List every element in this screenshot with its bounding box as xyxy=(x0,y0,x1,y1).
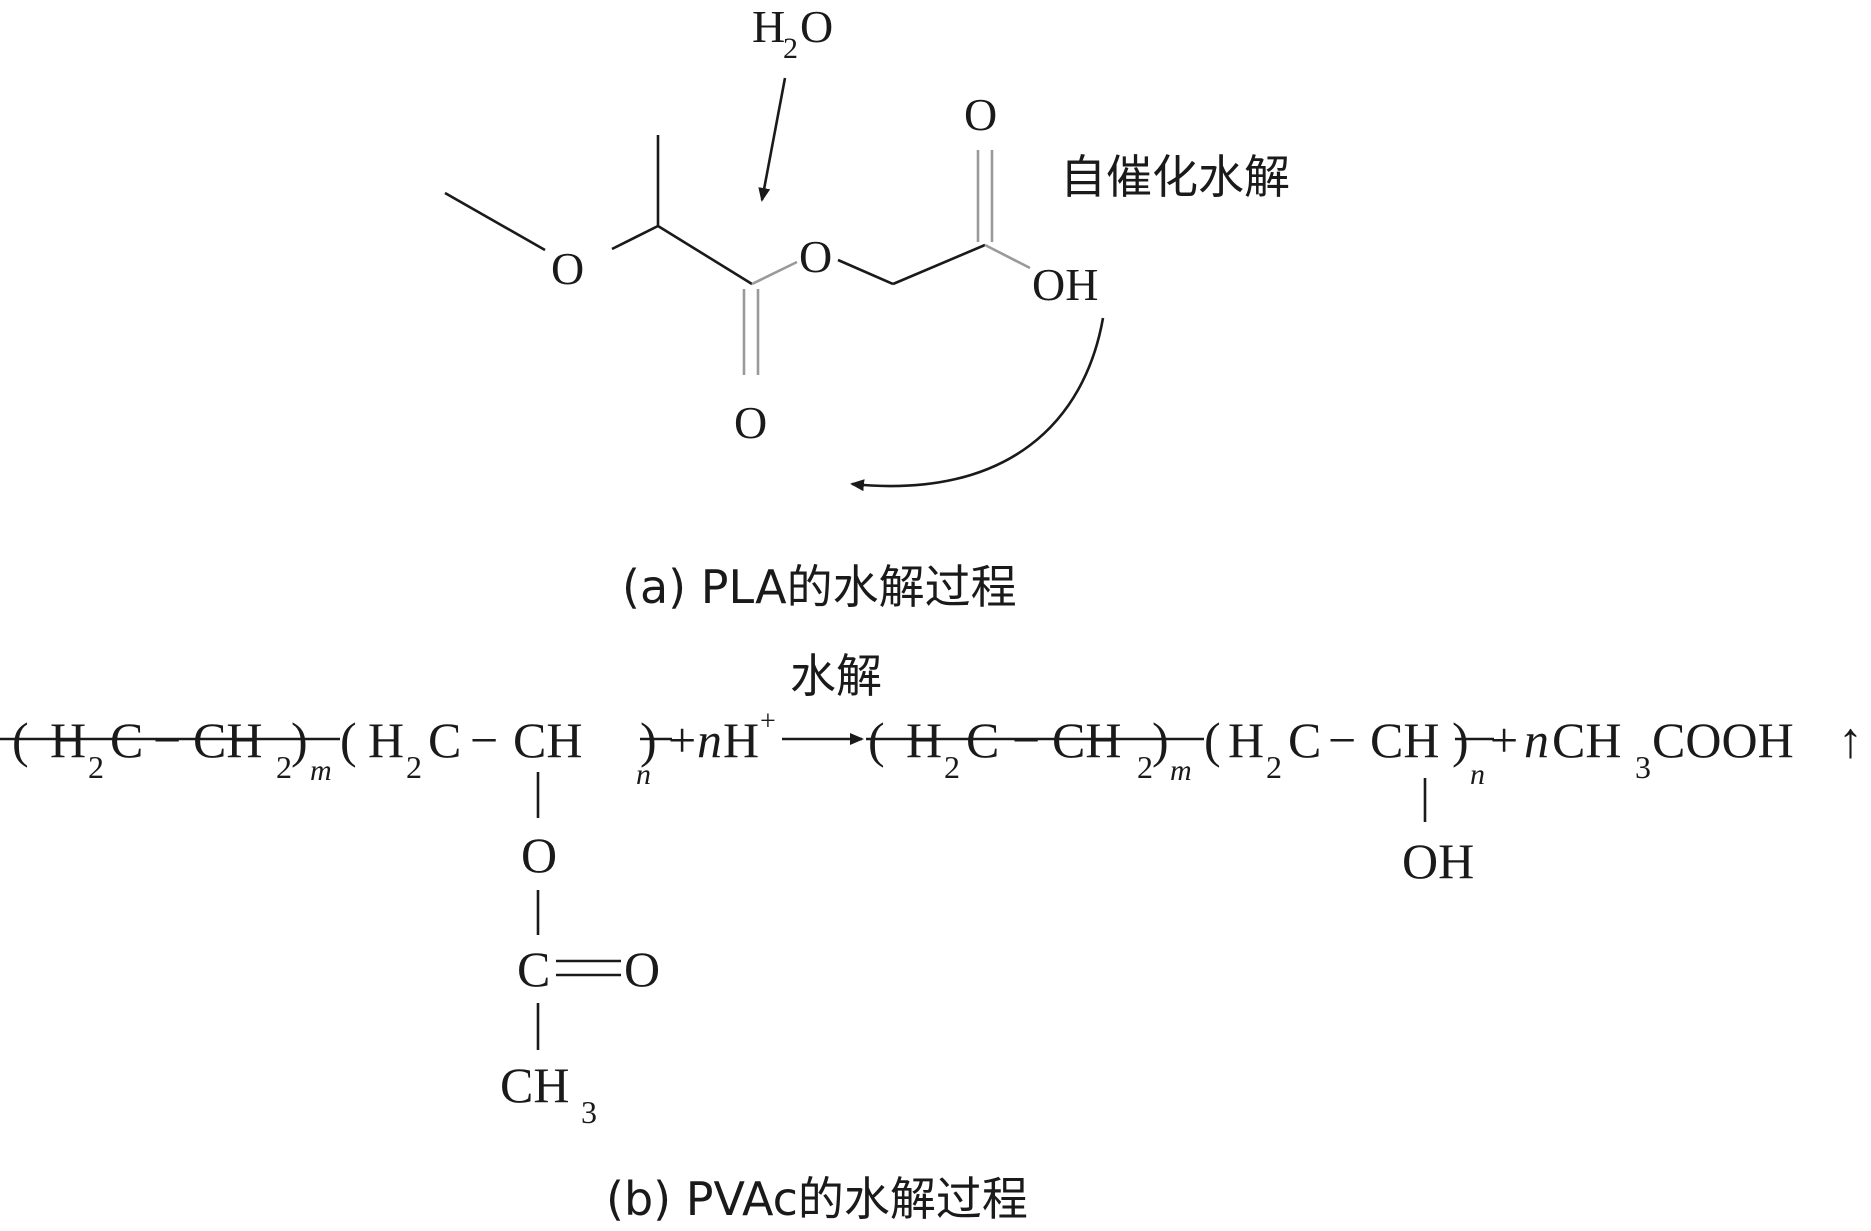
hydrolysis-arrow-label: 水解 xyxy=(790,649,882,703)
hydroxyl-group: OH xyxy=(1032,259,1098,310)
bond-o-ch xyxy=(611,224,659,251)
bond-c-oh xyxy=(984,243,1031,270)
acetic-acid-ch-sub: 3 xyxy=(1635,749,1651,785)
reactant-h-2-sub: 2 xyxy=(406,749,422,785)
panel-a: H 2 O O O O O OH 自催化水解 (a) PLA的水解过程 xyxy=(444,1,1290,614)
bond-ch-carbonyl xyxy=(657,224,753,286)
reactant-ch: CH xyxy=(513,712,582,768)
water-sub: 2 xyxy=(783,32,798,65)
caption-b: (b) PVAc的水解过程 xyxy=(606,1172,1028,1226)
acid-carbonyl-oxygen: O xyxy=(964,89,997,140)
bond-ester-o-ch2 xyxy=(837,258,894,286)
caption-a: (a) PLA的水解过程 xyxy=(622,560,1017,614)
panel-b: 水解 ( H 2 C − CH 2 ) m ( H 2 C − CH ) n +… xyxy=(0,649,1863,1226)
reactant-coefficient-n: n xyxy=(697,712,722,768)
product-subscript-n: n xyxy=(1470,758,1485,791)
reactant-ch2-1-sub: 2 xyxy=(276,749,292,785)
product-plus: + xyxy=(1490,712,1518,768)
product-h-2: H xyxy=(1228,712,1264,768)
product-ch: CH xyxy=(1370,712,1439,768)
product-ch2-1-sub: 2 xyxy=(1137,749,1153,785)
reactant-subscript-m: m xyxy=(310,754,332,787)
gas-evolution-arrow: ↑ xyxy=(1838,712,1863,768)
reactant-h-1-sub: 2 xyxy=(88,749,104,785)
bond-ch2-cooh xyxy=(892,243,986,286)
reactant-paren-open-2: ( xyxy=(340,712,357,768)
reactant-proton-charge: + xyxy=(760,706,776,737)
reactant-dash-2: − xyxy=(470,712,498,768)
side-chain-methyl-sub: 3 xyxy=(581,1094,597,1130)
ether-oxygen: O xyxy=(551,243,584,294)
product-coefficient-n: n xyxy=(1524,712,1549,768)
product-h-2-sub: 2 xyxy=(1266,749,1282,785)
reactant-h-2: H xyxy=(368,712,404,768)
product-paren-open-2: ( xyxy=(1204,712,1221,768)
side-chain-carbonyl-oxygen: O xyxy=(624,941,660,997)
product-c-2: C xyxy=(1288,712,1321,768)
side-chain-methyl: CH xyxy=(500,1057,569,1113)
ester-oxygen: O xyxy=(799,231,832,282)
bond-methyl-o xyxy=(444,191,546,252)
reactant-proton: H xyxy=(723,712,759,768)
reactant-c-2: C xyxy=(428,712,461,768)
bond-carbonyl-ester-o xyxy=(751,260,798,286)
reactant-plus: + xyxy=(668,712,696,768)
product-hydroxyl: OH xyxy=(1402,833,1474,889)
carbonyl-oxygen: O xyxy=(734,397,767,448)
acetic-acid-cooh: COOH xyxy=(1652,712,1794,768)
autocatalysis-curved-arrow xyxy=(850,317,1105,492)
water-h: H xyxy=(752,1,785,52)
product-subscript-m: m xyxy=(1170,754,1192,787)
side-chain-oxygen: O xyxy=(521,827,557,883)
acetic-acid-ch: CH xyxy=(1552,712,1621,768)
autocatalysis-label: 自催化水解 xyxy=(1060,150,1290,204)
side-chain-carbon: C xyxy=(517,941,550,997)
water-attack-arrow xyxy=(758,77,787,202)
product-h-1-sub: 2 xyxy=(944,749,960,785)
reactant-subscript-n: n xyxy=(636,758,651,791)
product-dash-2: − xyxy=(1328,712,1356,768)
water-o: O xyxy=(800,1,833,52)
